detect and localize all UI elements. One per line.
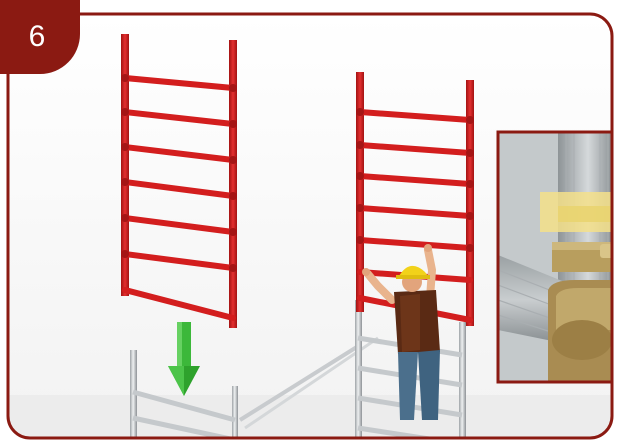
detail-inset <box>498 132 620 392</box>
step-number: 6 <box>29 20 46 54</box>
